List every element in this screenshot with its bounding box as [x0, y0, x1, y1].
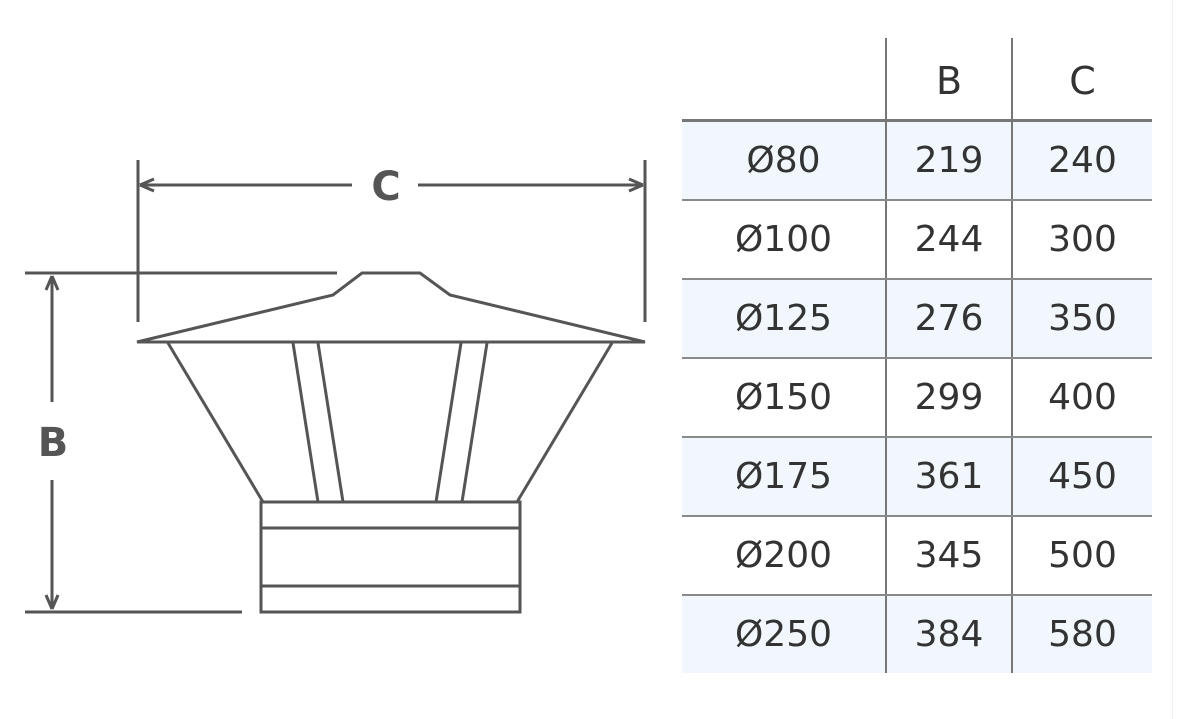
dimension-label-c: C: [371, 164, 400, 210]
b-value-cell: 244: [885, 200, 1012, 280]
b-value-cell: 299: [885, 358, 1012, 438]
table-row: Ø200 345 500: [682, 516, 1152, 596]
cowl-roof: [136, 271, 646, 344]
table-row: Ø250 384 580: [682, 595, 1152, 673]
chimney-cowl-drawing: C B: [25, 160, 647, 614]
b-arrow-bottom: [44, 594, 60, 610]
diameter-cell: Ø250: [682, 595, 886, 673]
b-value-cell: 276: [885, 279, 1012, 359]
c-value-cell: 580: [1011, 595, 1152, 673]
cone-left-side: [166, 342, 265, 503]
table-row: Ø175 361 450: [682, 437, 1152, 517]
strut-left-inner: [316, 342, 345, 503]
table-row: Ø100 244 300: [682, 200, 1152, 280]
c-value-cell: 350: [1011, 279, 1152, 359]
b-value-cell: 384: [885, 595, 1012, 673]
page-edge-divider: [1172, 0, 1173, 719]
dimensions-table: B C Ø80 219 240 Ø100 244 300 Ø125 276 35…: [682, 38, 1152, 673]
b-arrow-top: [44, 275, 60, 291]
strut-right-outer: [460, 342, 489, 503]
c-arrow-right: [628, 177, 644, 193]
c-value-cell: 450: [1011, 437, 1152, 517]
table-header-b: B: [885, 38, 1012, 122]
b-value-cell: 345: [885, 516, 1012, 596]
diameter-cell: Ø150: [682, 358, 886, 438]
diameter-cell: Ø100: [682, 200, 886, 280]
diameter-cell: Ø80: [682, 120, 886, 201]
diameter-cell: Ø125: [682, 279, 886, 359]
strut-left-outer: [291, 342, 320, 503]
c-value-cell: 240: [1011, 120, 1152, 201]
c-value-cell: 400: [1011, 358, 1152, 438]
diameter-cell: Ø175: [682, 437, 886, 517]
table-header-diameter: [682, 38, 886, 122]
b-value-cell: 361: [885, 437, 1012, 517]
table-row: Ø125 276 350: [682, 279, 1152, 359]
cone-right-side: [515, 342, 614, 503]
table-row: Ø150 299 400: [682, 358, 1152, 438]
table-row: Ø80 219 240: [682, 120, 1152, 201]
c-value-cell: 500: [1011, 516, 1152, 596]
c-arrow-left: [139, 177, 155, 193]
diameter-cell: Ø200: [682, 516, 886, 596]
table-header-c: C: [1011, 38, 1152, 122]
table-header-row: B C: [682, 38, 1152, 122]
dimension-label-b: B: [38, 420, 69, 466]
pipe-collar: [259, 500, 522, 614]
b-value-cell: 219: [885, 120, 1012, 201]
strut-right-inner: [434, 342, 463, 503]
c-value-cell: 300: [1011, 200, 1152, 280]
